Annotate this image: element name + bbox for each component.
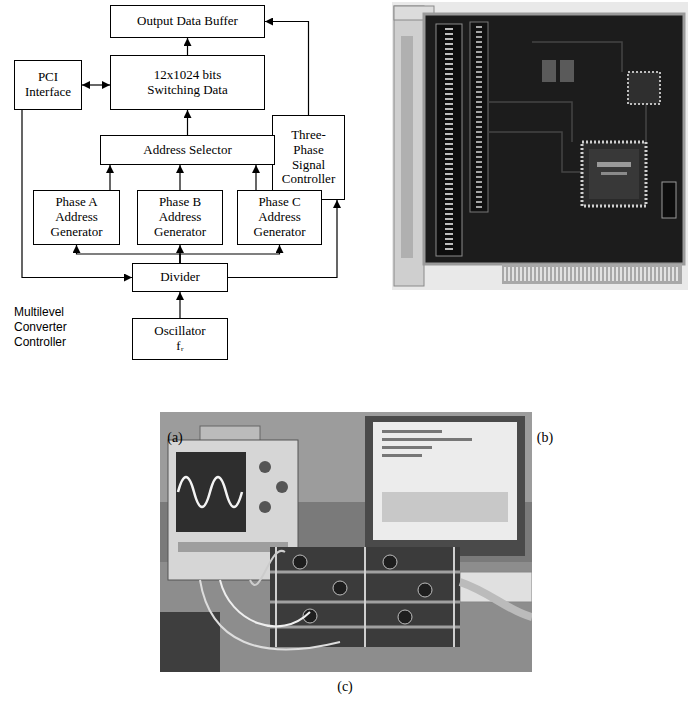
circuit-board <box>424 14 684 264</box>
connector-pins <box>445 28 453 252</box>
knob <box>259 461 271 473</box>
screen-lines <box>382 446 432 449</box>
photo-ground <box>392 2 688 290</box>
block-label: Address Selector <box>143 143 231 158</box>
screen-lines <box>382 430 442 433</box>
probe-cable <box>250 551 285 585</box>
lab-photo <box>160 412 532 672</box>
signal-arrow <box>179 165 180 190</box>
block-label: PCI Interface <box>21 70 76 100</box>
fpga-chip <box>582 142 646 206</box>
capacitor <box>418 583 432 597</box>
block-box: Address Selector <box>100 135 275 165</box>
signal-arrow <box>82 84 110 85</box>
knob <box>276 481 288 493</box>
regulator <box>542 60 556 82</box>
block-box: Oscillator fᵣ <box>132 318 228 360</box>
block-box: Output Data Buffer <box>110 5 265 38</box>
photo-ground <box>160 412 532 672</box>
block-label: Phase B Address Generator <box>144 195 216 240</box>
signal-arrow <box>187 38 188 55</box>
block-label: Divider <box>160 270 200 285</box>
probe-cable <box>220 580 310 626</box>
panel-label: (b) <box>537 430 553 447</box>
block-box: Phase B Address Generator <box>137 190 223 245</box>
screen-lines <box>382 438 472 441</box>
signal-arrow <box>187 110 188 135</box>
monitor-bezel <box>365 416 525 556</box>
block-box: Three-Phase Signal Controller <box>272 115 345 200</box>
block-label: Oscillator fᵣ <box>151 324 209 354</box>
probe-box <box>160 612 220 672</box>
fpga-top <box>589 149 639 199</box>
block-box: PCI Interface <box>14 60 82 110</box>
plcc-chip <box>628 72 660 104</box>
signal-arrow <box>109 165 110 190</box>
capacitor <box>383 555 397 569</box>
regulator <box>560 60 574 82</box>
capacitor <box>398 610 412 624</box>
block-label: Three-Phase Signal Controller <box>278 128 340 188</box>
pci-edge <box>502 264 682 284</box>
pin-header <box>470 22 488 212</box>
probe-cable <box>200 580 340 649</box>
sine-trace <box>178 477 242 507</box>
signal-arrow <box>180 245 280 263</box>
block-box: Divider <box>132 263 228 292</box>
monitor-screen <box>373 422 517 540</box>
capacitor <box>293 555 307 569</box>
block-label: Phase A Address Generator <box>41 195 113 240</box>
block-box: Phase C Address Generator <box>237 190 322 245</box>
pci-contacts <box>504 267 680 281</box>
capacitor <box>333 581 347 595</box>
knob <box>259 501 271 513</box>
block-label: Phase C Address Generator <box>244 195 316 240</box>
block-label: 12x1024 bits Switching Data <box>140 68 235 98</box>
converter-stack <box>270 547 460 647</box>
oscilloscope-screen <box>176 452 246 532</box>
standoffs <box>276 547 454 647</box>
metal-bracket <box>394 6 424 286</box>
panel-label: (c) <box>337 679 353 696</box>
signal-arrow <box>77 245 181 263</box>
fpga-marking <box>597 162 631 167</box>
signal-arrow <box>265 22 309 116</box>
block-box: 12x1024 bits Switching Data <box>110 55 265 110</box>
block-box: Phase A Address Generator <box>33 190 120 245</box>
panel-label: (a) <box>167 430 183 447</box>
fpga-marking <box>601 172 627 175</box>
screen-panel <box>382 492 508 522</box>
edge-connector <box>436 24 462 256</box>
ribbon-cable <box>460 582 532 617</box>
block-label: Output Data Buffer <box>137 14 238 29</box>
signal-arrow <box>179 292 180 318</box>
header-pins <box>476 26 482 208</box>
pcb-photo <box>392 2 688 290</box>
screen-lines <box>382 454 422 457</box>
bracket-slot <box>401 36 413 258</box>
caption-label: Multilevel Converter Controller <box>14 305 106 350</box>
signal-arrow <box>255 165 256 190</box>
side-connector <box>662 182 676 218</box>
